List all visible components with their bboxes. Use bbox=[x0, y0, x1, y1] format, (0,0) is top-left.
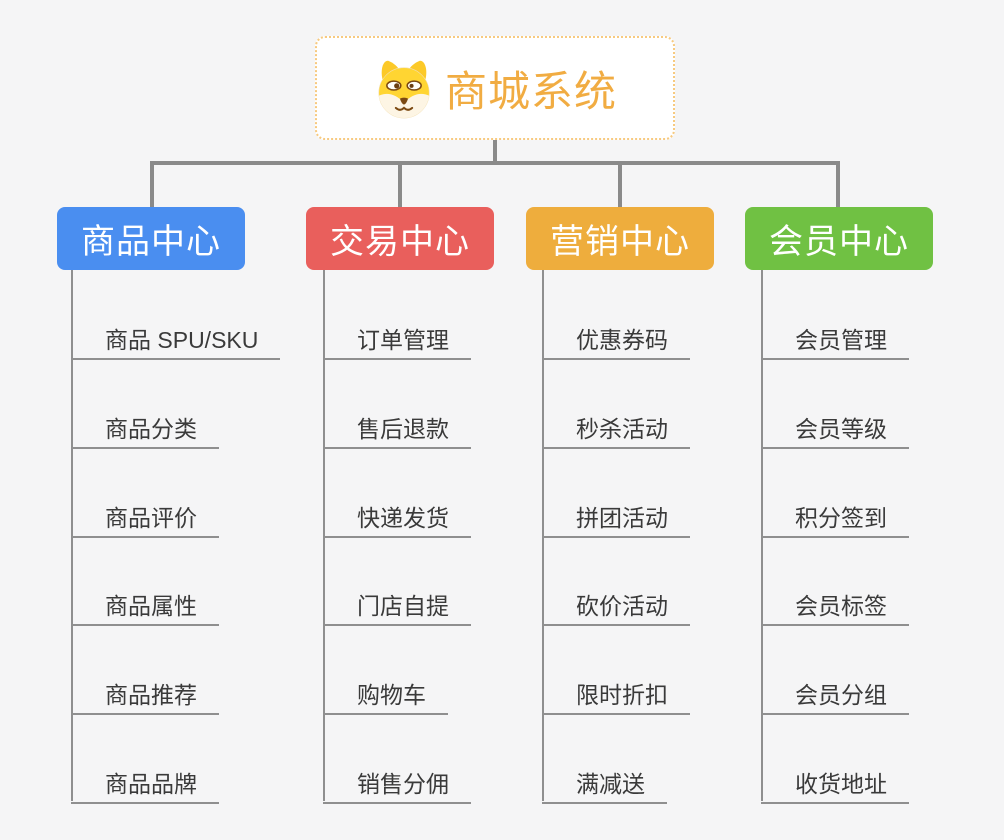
leaf-node-flash-sale[interactable]: 秒杀活动 bbox=[542, 400, 690, 449]
leaf-node-product-recommend[interactable]: 商品推荐 bbox=[71, 666, 219, 715]
leaf-node-store-pickup[interactable]: 门店自提 bbox=[323, 577, 471, 626]
connector-trunk-member bbox=[761, 270, 763, 801]
leaf-node-bargain-activity[interactable]: 砍价活动 bbox=[542, 577, 690, 626]
connector-trunk-product bbox=[71, 270, 73, 801]
leaf-node-product-spu-sku[interactable]: 商品 SPU/SKU bbox=[71, 311, 281, 360]
branch-node-trade-center[interactable]: 交易中心 bbox=[306, 207, 494, 270]
leaf-node-points-checkin[interactable]: 积分签到 bbox=[761, 489, 909, 538]
root-title: 商城系统 bbox=[444, 67, 617, 115]
branch-children-marketing-center: 优惠券码 秒杀活动 拼团活动 砍价活动 限时折扣 满减送 bbox=[542, 270, 792, 804]
branch-children-trade-center: 订单管理 售后退款 快递发货 门店自提 购物车 销售分佣 bbox=[323, 270, 573, 804]
leaf-node-member-groups[interactable]: 会员分组 bbox=[761, 666, 909, 715]
connector-drop-product bbox=[150, 161, 154, 207]
connector-trunk-trade bbox=[323, 270, 325, 801]
leaf-node-order-management[interactable]: 订单管理 bbox=[323, 311, 471, 360]
branch-node-marketing-center[interactable]: 营销中心 bbox=[526, 207, 714, 270]
leaf-node-member-level[interactable]: 会员等级 bbox=[761, 400, 909, 449]
leaf-node-sales-commission[interactable]: 销售分佣 bbox=[323, 755, 471, 804]
branch-node-product-center[interactable]: 商品中心 bbox=[57, 207, 245, 270]
leaf-node-express-delivery[interactable]: 快递发货 bbox=[323, 489, 471, 538]
leaf-node-member-management[interactable]: 会员管理 bbox=[761, 311, 909, 360]
leaf-node-product-attribute[interactable]: 商品属性 bbox=[71, 577, 219, 626]
leaf-node-coupon-code[interactable]: 优惠券码 bbox=[542, 311, 690, 360]
branch-node-member-center[interactable]: 会员中心 bbox=[745, 207, 933, 270]
leaf-node-shipping-address[interactable]: 收货地址 bbox=[761, 755, 909, 804]
leaf-node-after-sale-refund[interactable]: 售后退款 bbox=[323, 400, 471, 449]
root-node-mall-system[interactable]: 商城系统 bbox=[315, 36, 675, 140]
leaf-node-limited-time-discount[interactable]: 限时折扣 bbox=[542, 666, 690, 715]
connector-trunk-marketing bbox=[542, 270, 544, 801]
dog-face-icon bbox=[378, 60, 430, 119]
branch-children-product-center: 商品 SPU/SKU 商品分类 商品评价 商品属性 商品推荐 商品品牌 bbox=[71, 270, 321, 804]
connector-drop-trade bbox=[398, 161, 402, 207]
leaf-node-full-reduction[interactable]: 满减送 bbox=[542, 755, 667, 804]
connector-root-stem bbox=[493, 140, 497, 164]
connector-horizontal-bar bbox=[150, 161, 840, 165]
leaf-node-product-review[interactable]: 商品评价 bbox=[71, 489, 219, 538]
branch-children-member-center: 会员管理 会员等级 积分签到 会员标签 会员分组 收货地址 bbox=[761, 270, 1004, 804]
leaf-node-group-buy[interactable]: 拼团活动 bbox=[542, 489, 690, 538]
leaf-node-product-category[interactable]: 商品分类 bbox=[71, 400, 219, 449]
leaf-node-shopping-cart[interactable]: 购物车 bbox=[323, 666, 448, 715]
leaf-node-member-tags[interactable]: 会员标签 bbox=[761, 577, 909, 626]
connector-drop-member bbox=[836, 161, 840, 207]
connector-drop-marketing bbox=[618, 161, 622, 207]
leaf-node-product-brand[interactable]: 商品品牌 bbox=[71, 755, 219, 804]
